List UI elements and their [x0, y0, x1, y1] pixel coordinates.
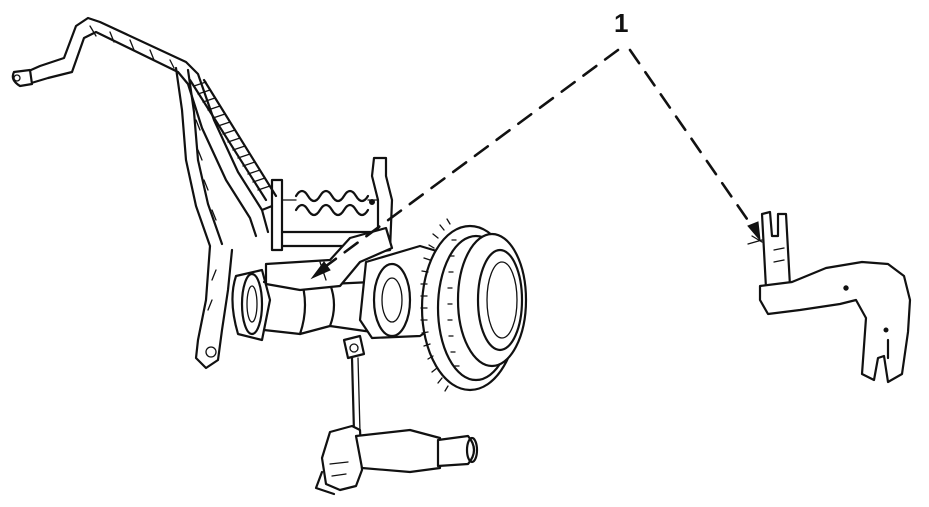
- lever-return-spring: [188, 78, 278, 202]
- flywheel-ring-gear: [420, 218, 528, 392]
- callout-number: 1: [614, 8, 629, 38]
- callout-leaders: [310, 48, 761, 280]
- release-arm: [174, 66, 234, 370]
- clutch-shaft-assembly: [231, 226, 446, 360]
- slave-cylinder: [314, 424, 479, 496]
- release-fork-detail: [747, 210, 912, 384]
- clutch-release-lever: [11, 16, 270, 238]
- release-cable: [350, 356, 361, 434]
